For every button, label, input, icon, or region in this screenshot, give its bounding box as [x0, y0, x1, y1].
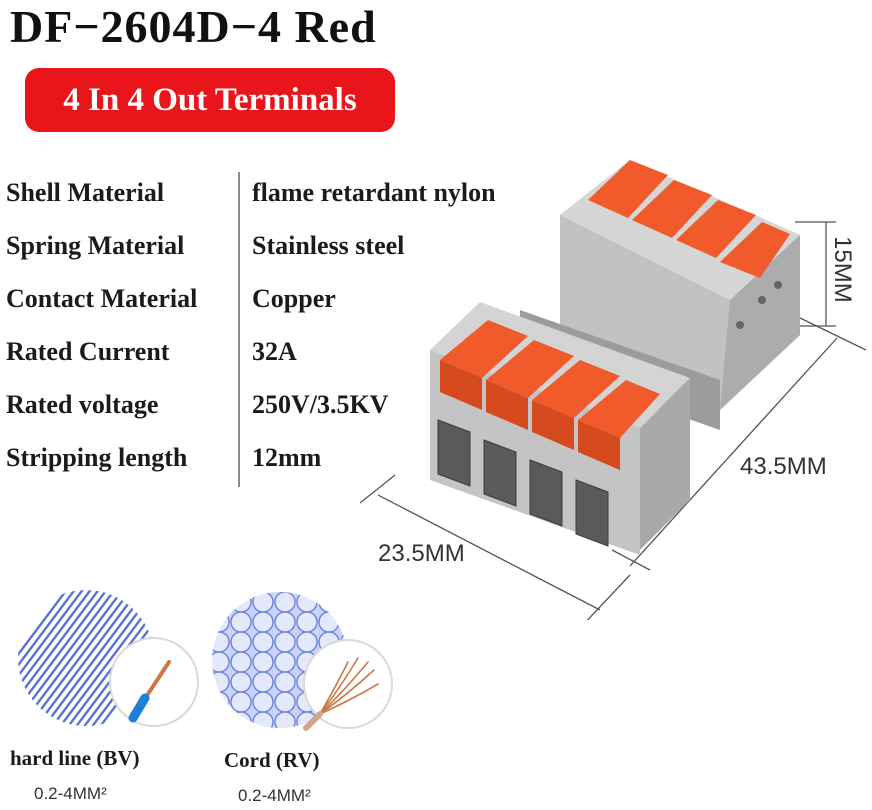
spec-value: Copper: [252, 284, 336, 313]
spec-label: Shell Material: [6, 178, 165, 207]
spec-value: 250V/3.5KV: [252, 390, 389, 419]
spec-row: Rated voltage 250V/3.5KV: [0, 382, 560, 435]
badge-label: 4 In 4 Out Terminals: [63, 81, 357, 118]
spec-row: Shell Material flame retardant nylon: [0, 170, 560, 223]
hard-line-size: 0.2-4MM²: [34, 784, 107, 803]
cord-size: 0.2-4MM²: [238, 786, 311, 805]
rear-screw-holes: [736, 281, 782, 329]
spec-table: Shell Material flame retardant nylon Spr…: [0, 170, 560, 488]
spec-divider: [238, 172, 240, 487]
spec-label: Rated Current: [6, 337, 170, 366]
spec-label: Contact Material: [6, 284, 198, 313]
spec-label: Rated voltage: [6, 390, 159, 419]
spec-value: 12mm: [252, 443, 322, 472]
height-dimension-label: 15MM: [829, 236, 856, 303]
spec-value: Stainless steel: [252, 231, 405, 260]
spec-label: Spring Material: [6, 231, 185, 260]
spec-row: Spring Material Stainless steel: [0, 223, 560, 276]
rear-levers: [588, 160, 790, 278]
product-title: DF−2604D−4 Red: [10, 1, 377, 52]
spec-row: Contact Material Copper: [0, 276, 560, 329]
terminal-type-badge: 4 In 4 Out Terminals: [25, 68, 395, 132]
width-dimension-label: 23.5MM: [378, 540, 465, 567]
spec-row: Stripping length 12mm: [0, 435, 560, 488]
spec-value: flame retardant nylon: [252, 178, 496, 207]
front-levers: [440, 320, 660, 470]
hard-line-label: hard line (BV): [10, 746, 140, 770]
connector-illustration: [359, 160, 867, 620]
spec-row: Rated Current 32A: [0, 329, 560, 382]
cord-label: Cord (RV): [224, 748, 320, 772]
spec-label: Stripping length: [6, 443, 188, 472]
dimension-lines: [359, 221, 867, 620]
wire-entry-holes: [437, 419, 609, 547]
cord-wire-illustration: [212, 592, 393, 731]
length-dimension-label: 43.5MM: [740, 453, 827, 480]
spec-value: 32A: [252, 337, 297, 366]
hard-line-wire-illustration: [18, 590, 199, 727]
